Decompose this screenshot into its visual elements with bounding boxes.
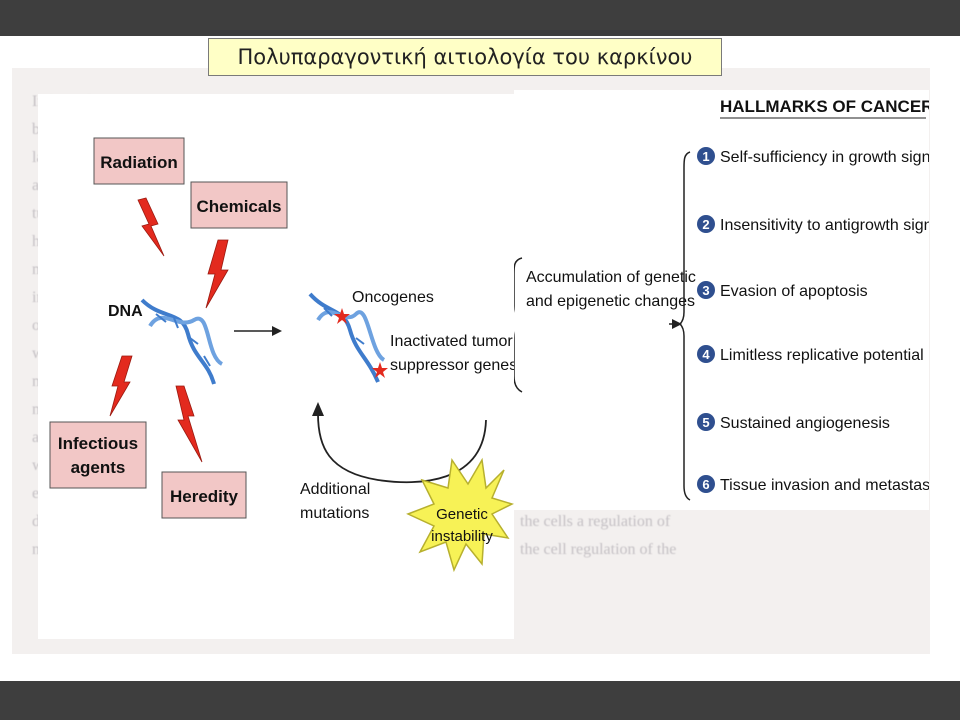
lightning-radiation-icon — [137, 197, 165, 257]
cause-radiation: Radiation — [93, 137, 185, 185]
hallmark-1: 1 Self-sufficiency in growth signals — [697, 147, 951, 166]
lightning-bolts — [109, 197, 229, 463]
accumulation-label-2: and epigenetic changes — [526, 293, 695, 310]
suppressor-label-2: suppressor genes — [390, 357, 514, 374]
arrow-to-hallmarks — [669, 319, 682, 329]
dna-label: DNA — [108, 303, 143, 320]
lightning-heredity-icon — [175, 385, 203, 463]
hallmark-6-text: Tissue invasion and metastasis — [720, 477, 929, 494]
mutated-dna-helix-icon — [308, 292, 386, 383]
slide-title: Πολυπαραγοντική αιτιολογία του καρκίνου — [208, 38, 722, 76]
cause-chemicals: Chemicals — [190, 181, 288, 229]
oncogene-mutation-icon — [334, 308, 350, 324]
hallmarks-svg: Accumulation of genetic and epigenetic c… — [506, 97, 953, 501]
hallmark-3: 3 Evasion of apoptosis — [697, 281, 868, 300]
hallmark-1-text: Self-sufficiency in growth signals — [720, 149, 929, 166]
instability-label-2: instability — [431, 528, 493, 545]
additional-mutations-loop-arrow — [312, 402, 487, 484]
top-bar — [0, 0, 960, 36]
carcinogenesis-diagram: Radiation Chemicals Infectious agents He… — [38, 94, 517, 639]
diagram-svg: Radiation Chemicals Infectious agents He… — [49, 137, 517, 573]
hallmark-3-text: Evasion of apoptosis — [720, 283, 868, 300]
cause-heredity: Heredity — [161, 471, 247, 519]
additional-label-2: mutations — [300, 505, 369, 522]
hallmark-2-number: 2 — [702, 217, 709, 232]
genetic-instability-star: Genetic instability — [406, 457, 515, 573]
accumulation-label-1: Accumulation of genetic — [526, 269, 696, 286]
instability-label-1: Genetic — [436, 506, 488, 523]
mutation-star-icons — [334, 308, 388, 378]
lightning-chemicals-icon — [205, 239, 229, 309]
hallmark-3-number: 3 — [702, 283, 709, 298]
hallmark-4: 4 Limitless replicative potential — [697, 345, 924, 364]
hallmark-6: 6 Tissue invasion and metastasis — [697, 475, 942, 494]
hallmark-5-text: Sustained angiogenesis — [720, 415, 890, 432]
suppressor-mutation-icon — [372, 362, 388, 378]
hallmarks-title: HALLMARKS OF CANCER — [720, 97, 929, 116]
bottom-bar — [0, 681, 960, 720]
hallmark-1-number: 1 — [702, 149, 709, 164]
cause-radiation-label: Radiation — [100, 153, 177, 172]
arrow-dna-to-mutations — [234, 326, 282, 336]
hallmark-4-number: 4 — [702, 347, 710, 362]
cause-infectious-agents: Infectious agents — [49, 421, 147, 489]
accumulation-bracket — [506, 257, 523, 393]
hallmark-2-text: Insensitivity to antigrowth signals — [720, 217, 929, 234]
oncogenes-label: Oncogenes — [352, 289, 434, 306]
cause-heredity-label: Heredity — [170, 487, 239, 506]
hallmark-5-number: 5 — [702, 415, 709, 430]
suppressor-label-1: Inactivated tumor — [390, 333, 513, 350]
lightning-infectious-icon — [109, 355, 133, 417]
cause-chemicals-label: Chemicals — [196, 197, 281, 216]
dna-helix-icon — [140, 298, 224, 385]
hallmarks-panel: Accumulation of genetic and epigenetic c… — [506, 90, 953, 510]
hallmark-6-number: 6 — [702, 477, 709, 492]
cause-infectious-label-2: agents — [71, 458, 126, 477]
hallmarks-bracket — [678, 151, 691, 501]
hallmark-4-text: Limitless replicative potential — [720, 347, 924, 364]
cause-infectious-label-1: Infectious — [58, 434, 138, 453]
hallmark-5: 5 Sustained angiogenesis — [697, 413, 890, 432]
hallmark-2: 2 Insensitivity to antigrowth signals — [697, 215, 953, 234]
additional-label-1: Additional — [300, 481, 370, 498]
